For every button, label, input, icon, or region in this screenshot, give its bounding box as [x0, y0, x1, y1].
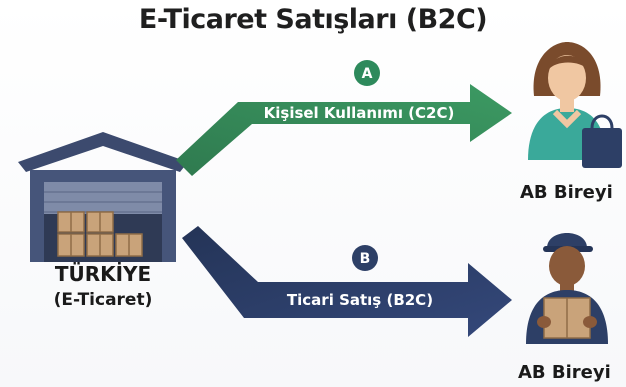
flow-a-label: Kişisel Kullanımı (C2C)	[264, 104, 455, 122]
flow-b-label: Ticari Satış (B2C)	[287, 291, 433, 309]
flow-a-badge-letter: A	[362, 66, 373, 82]
flow-b-arrow: Ticari Satış (B2C)	[182, 226, 512, 337]
flow-a-badge: A	[354, 60, 380, 86]
receiver-a-label: AB Bireyi	[520, 182, 613, 203]
receiver-b-label: AB Bireyi	[518, 362, 611, 383]
origin-subtitle: (E-Ticaret)	[53, 290, 153, 310]
flow-b-badge-letter: B	[360, 251, 371, 267]
shopper-woman-icon	[528, 42, 622, 168]
delivery-man-icon	[526, 233, 608, 344]
warehouse-icon	[18, 132, 188, 262]
cargo-boxes	[57, 211, 143, 257]
flow-a-arrow: Kişisel Kullanımı (C2C)	[176, 84, 512, 176]
origin-name: TÜRKİYE	[54, 262, 152, 286]
flow-b-badge: B	[352, 245, 378, 271]
diagram-title: E-Ticaret Satışları (B2C)	[138, 4, 488, 35]
